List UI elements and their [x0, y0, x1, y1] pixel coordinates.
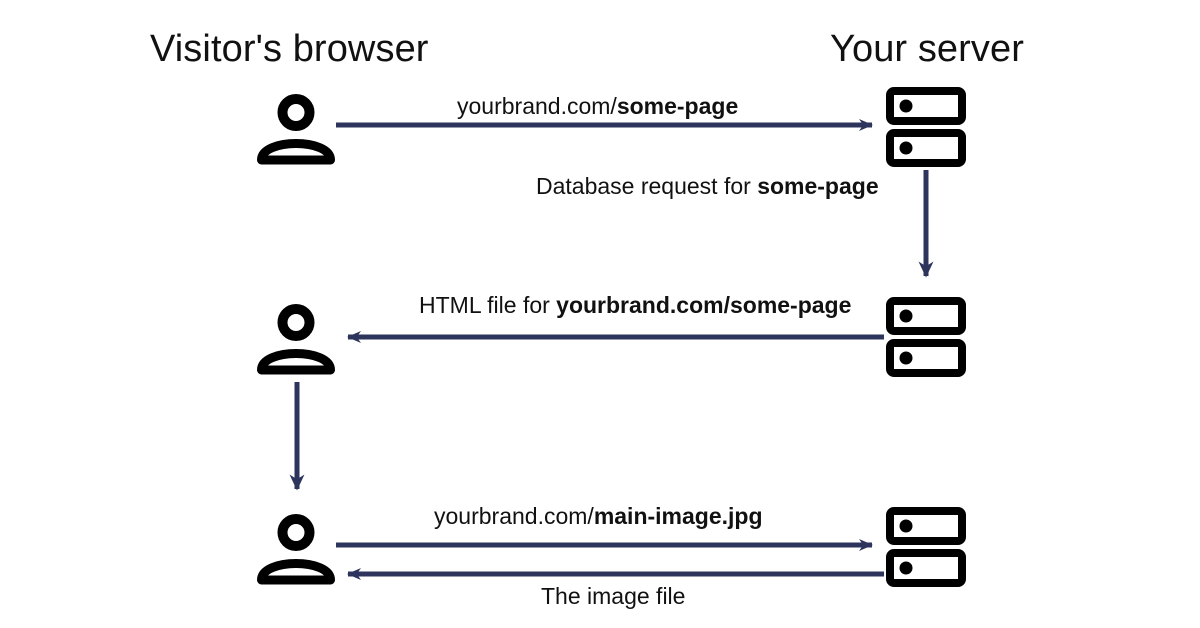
server-icon-row-3 — [886, 507, 966, 592]
column-title-server: Your server — [830, 28, 1025, 70]
step-3-label-plain: HTML file for — [419, 292, 557, 318]
person-icon — [257, 304, 335, 375]
step-1-label: yourbrand.com/some-page — [457, 95, 738, 118]
step-2-label: Database request for some-page — [536, 175, 879, 198]
step-1-label-bold: some-page — [616, 93, 739, 119]
step-5-label-bold: main-image.jpg — [593, 503, 763, 529]
person-icon-row-3 — [257, 512, 335, 595]
step-5-label-plain: yourbrand.com/ — [434, 503, 594, 529]
person-icon-row-1 — [257, 92, 335, 175]
server-icon-row-1 — [886, 87, 966, 172]
server-icon — [886, 297, 966, 377]
step-5-label: yourbrand.com/main-image.jpg — [434, 505, 763, 528]
person-icon — [257, 94, 335, 165]
step-3-label: HTML file for yourbrand.com/some-page — [419, 294, 851, 317]
server-icon — [886, 87, 966, 167]
step-3-label-bold: yourbrand.com/some-page — [556, 292, 852, 318]
step-6-label-plain: The image file — [541, 583, 686, 609]
step-1-label-plain: yourbrand.com/ — [457, 93, 617, 119]
person-icon-row-2 — [257, 302, 335, 385]
person-icon — [257, 514, 335, 585]
column-title-browser: Visitor's browser — [150, 28, 429, 70]
step-2-label-plain: Database request for — [536, 173, 758, 199]
step-6-label: The image file — [541, 585, 685, 608]
server-icon — [886, 507, 966, 587]
server-icon-row-2 — [886, 297, 966, 382]
step-2-label-bold: some-page — [757, 173, 879, 199]
